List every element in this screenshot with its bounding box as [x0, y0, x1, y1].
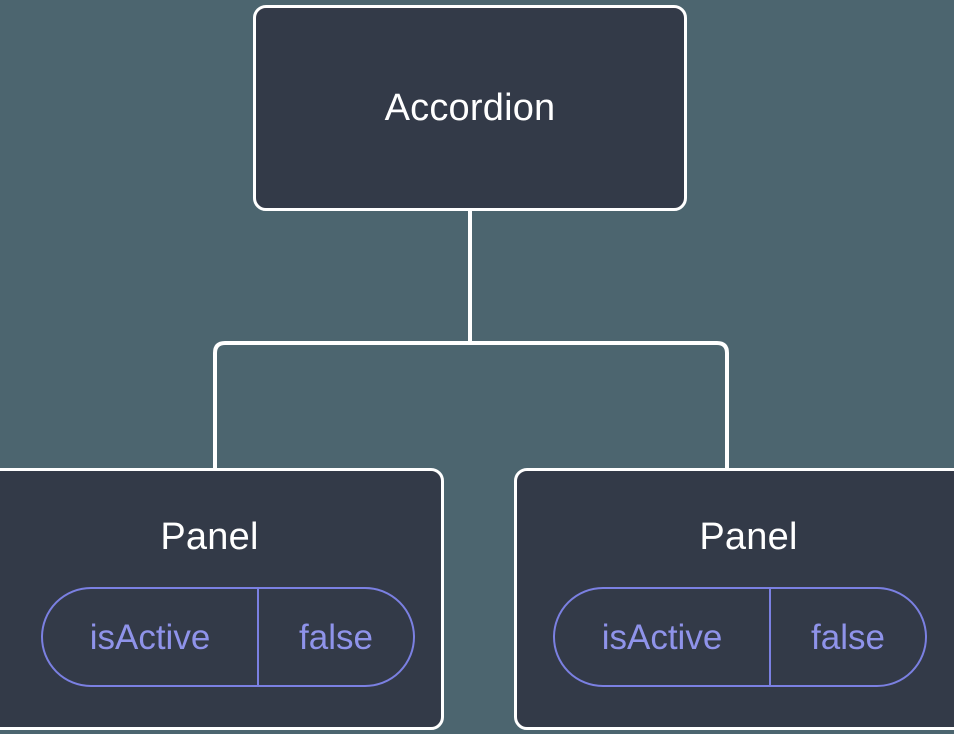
prop-badge-panel-1-value: false	[299, 617, 373, 657]
node-panel-2[interactable]: Panel isActive false	[514, 468, 954, 730]
prop-badge-panel-1-key: isActive	[43, 589, 259, 685]
node-panel-1[interactable]: Panel isActive false	[0, 468, 444, 730]
prop-badge-panel-2[interactable]: isActive false	[553, 587, 927, 687]
node-accordion-title: Accordion	[384, 87, 556, 129]
prop-badge-panel-2-value: false	[811, 617, 885, 657]
connector-bus	[213, 341, 729, 470]
node-panel-1-title: Panel	[160, 516, 259, 558]
node-panel-2-title: Panel	[699, 516, 798, 558]
prop-badge-panel-1[interactable]: isActive false	[41, 587, 415, 687]
prop-badge-panel-2-key: isActive	[555, 589, 771, 685]
node-accordion[interactable]: Accordion	[253, 5, 687, 211]
